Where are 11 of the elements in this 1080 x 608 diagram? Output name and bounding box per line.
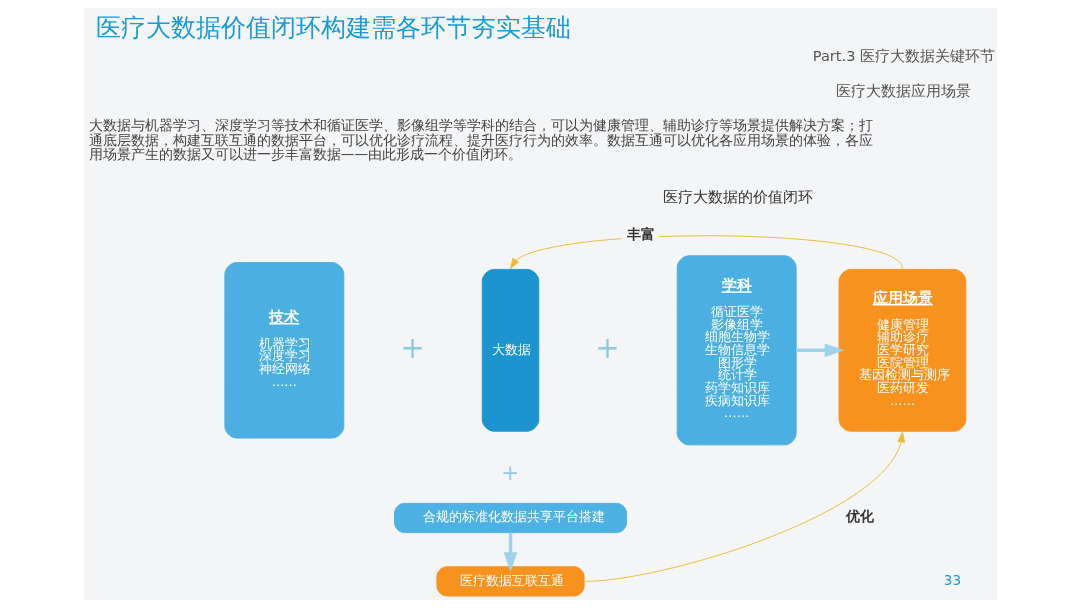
- edge-label: 丰富: [626, 225, 655, 242]
- label: 医疗大数据应用场景: [835, 81, 971, 99]
- label: 大数据与机器学习、深度学习等技术和循证医学、影像组学等学科的结合，可以为健康管理、辅助诊疗等场景提供解决方案；打通底层数据，构建互联互通的数据平台，可以优化诊疗流程、提升医疗行为的效率。数据互通可以优化各应用场景的体验，各应用场景产生的数据又可以进一步丰富数据——由此形成一个价值闭环。: [88, 117, 873, 163]
- label: Part.3 医疗大数据关键环节: [812, 46, 995, 64]
- edge-label: 优化: [845, 508, 874, 525]
- caption: 医疗大数据的价值闭环: [662, 187, 813, 205]
- diagram-title: 医疗大数据价值闭环构建需各环节夯实基础: [95, 12, 571, 43]
- label: +: [594, 330, 620, 365]
- label: 33: [943, 571, 961, 588]
- label: +: [500, 459, 519, 485]
- label: +: [399, 330, 425, 365]
